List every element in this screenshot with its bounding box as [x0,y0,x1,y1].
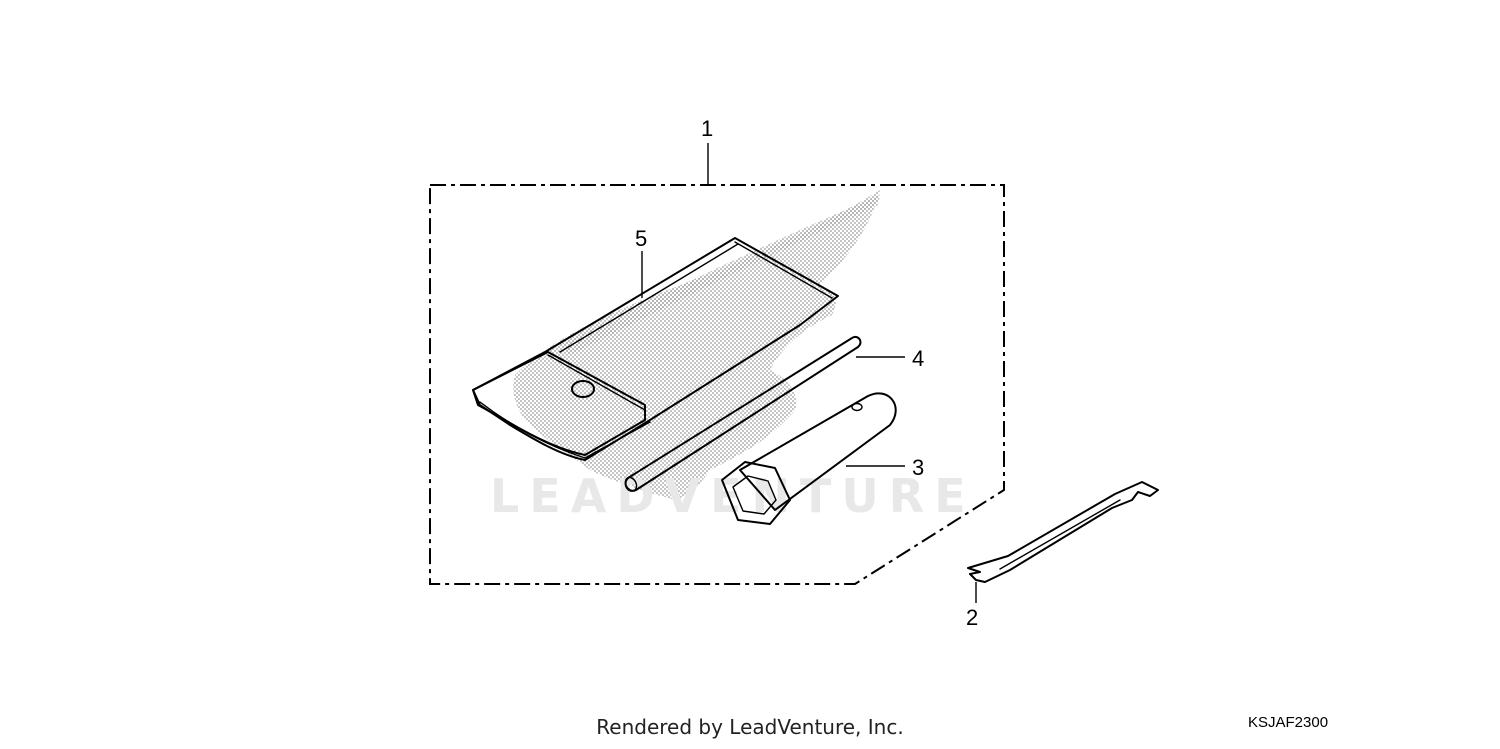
watermark-wing-streak [560,195,880,355]
tool-bag-fold-edge [547,241,833,411]
diagram-code: KSJAF2300 [1248,714,1329,731]
callout-kit[interactable]: 1 [701,116,713,185]
plug-wrench-hole [851,402,863,412]
callout-label-tool-bag: 5 [635,226,647,251]
spanner-center-line [999,499,1121,570]
rendered-by-credit: Rendered by LeadVenture, Inc. [596,715,904,739]
tool-bag[interactable]: 5 [472,226,839,461]
spanner[interactable]: 2 [966,481,1159,630]
plug-wrench[interactable]: 3 [721,392,924,525]
plug-wrench-hex-socket [721,461,791,525]
handle-bar-end [624,476,638,492]
spanner-body [967,481,1159,583]
callout-label-plug-wrench: 3 [912,455,924,480]
watermark-text: LEADVENTURE [490,469,976,523]
callout-label-handle-bar: 4 [912,346,924,371]
plug-wrench-tube [739,392,897,511]
kit-boundary-box [429,184,1005,585]
callout-label-kit: 1 [701,116,713,141]
handle-bar[interactable]: 4 [623,336,924,493]
tool-bag-snap-button [571,380,595,398]
plug-wrench-hex-inner [732,475,777,515]
callout-label-spanner: 2 [966,605,978,630]
tool-bag-outline [472,237,839,461]
tool-bag-flap-rolled-edge [479,401,651,459]
